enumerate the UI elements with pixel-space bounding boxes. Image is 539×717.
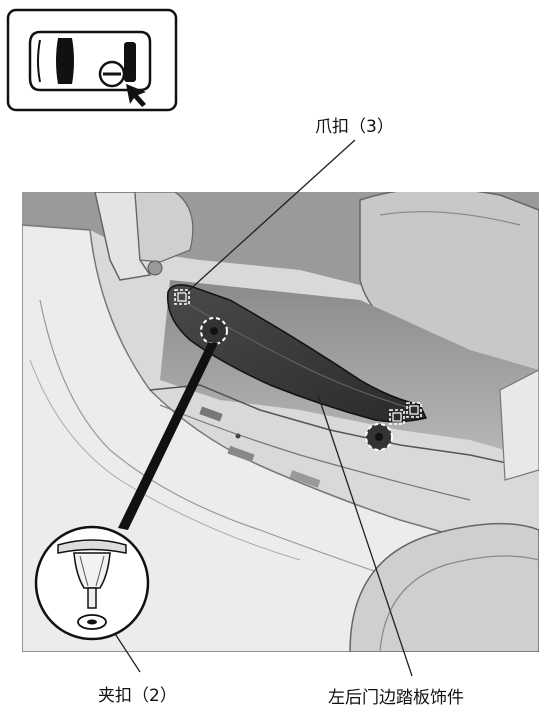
car-top-view-locator-icon (6, 8, 178, 112)
vehicle-interior-illustration (22, 192, 539, 652)
part-name-label: 左后门边踏板饰件 (328, 688, 464, 708)
leader-line-part (317, 394, 413, 677)
claw-clip-marker-icon (406, 402, 422, 418)
detail-wedge (118, 343, 218, 530)
claw-clip-label: 爪扣（3） (315, 117, 394, 137)
claw-clip-marker-icon (389, 409, 405, 425)
claw-clip-marker-icon (174, 289, 190, 305)
clip-marker-icon (365, 423, 393, 451)
push-pin-clip-detail-icon (34, 525, 150, 641)
clip-label: 夹扣（2） (98, 686, 177, 706)
clip-marker-icon (200, 317, 228, 345)
leader-line-claw (185, 139, 356, 294)
